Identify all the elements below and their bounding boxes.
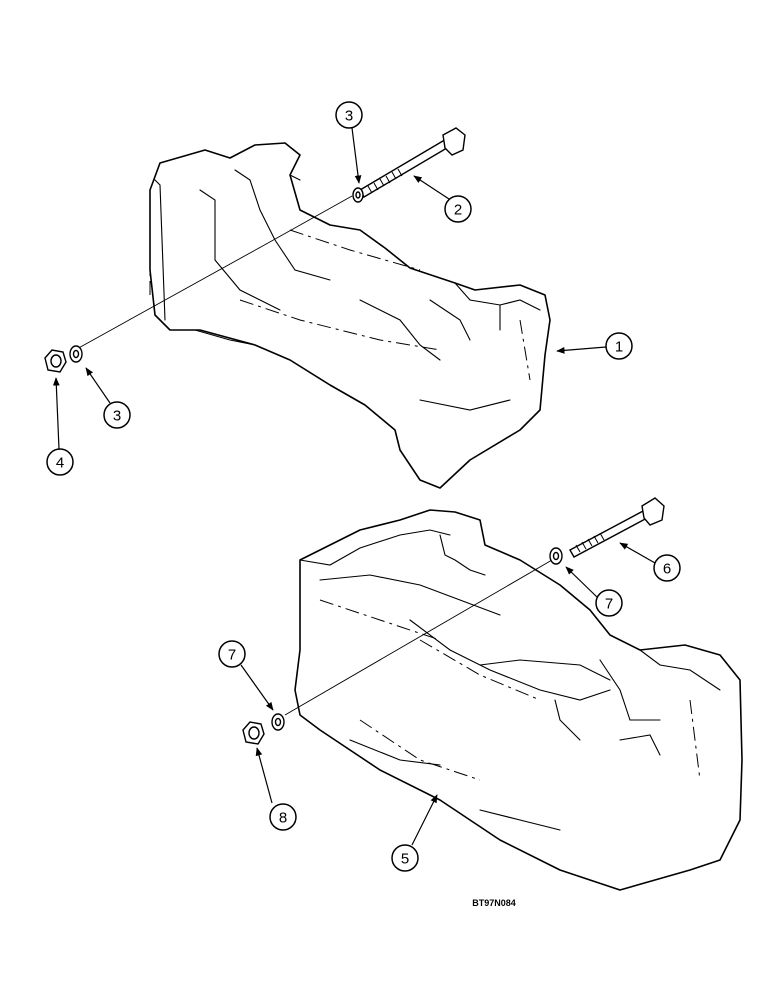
callout-5: 5 xyxy=(391,844,419,872)
leader-lines xyxy=(52,127,656,846)
bolt-lower xyxy=(284,497,665,716)
leader-8 xyxy=(255,747,273,804)
svg-text:2: 2 xyxy=(454,202,462,219)
bolt-upper xyxy=(74,127,466,351)
svg-text:3: 3 xyxy=(113,408,121,425)
callout-3: 3 xyxy=(335,101,363,129)
leader-6 xyxy=(619,542,656,564)
leader-1 xyxy=(556,346,607,354)
weight-lower xyxy=(294,509,743,891)
svg-text:3: 3 xyxy=(345,108,353,125)
leader-7a xyxy=(565,566,599,599)
figure-code: BT97N084 xyxy=(472,898,516,908)
svg-text:1: 1 xyxy=(615,339,623,356)
svg-text:6: 6 xyxy=(663,561,671,578)
callout-7: 7 xyxy=(595,589,623,617)
weight-upper xyxy=(149,142,551,489)
leader-2 xyxy=(413,175,450,200)
callout-3: 3 xyxy=(103,401,131,429)
leader-3b xyxy=(85,367,111,404)
leader-7b xyxy=(240,664,274,711)
callout-8: 8 xyxy=(269,803,297,831)
callout-4: 4 xyxy=(46,448,74,476)
leader-4 xyxy=(52,377,60,450)
leader-3a xyxy=(351,127,362,184)
nut-washer-lower xyxy=(242,713,285,745)
callout-2: 2 xyxy=(444,195,472,223)
svg-text:7: 7 xyxy=(228,647,236,664)
svg-text:8: 8 xyxy=(279,810,287,827)
svg-text:7: 7 xyxy=(605,596,613,613)
callout-1: 1 xyxy=(605,332,633,360)
leader-5 xyxy=(411,794,438,846)
svg-text:5: 5 xyxy=(401,851,409,868)
nut-washer-upper xyxy=(44,345,83,373)
svg-text:4: 4 xyxy=(56,455,64,472)
callout-7: 7 xyxy=(218,640,246,668)
callout-6: 6 xyxy=(653,554,681,582)
